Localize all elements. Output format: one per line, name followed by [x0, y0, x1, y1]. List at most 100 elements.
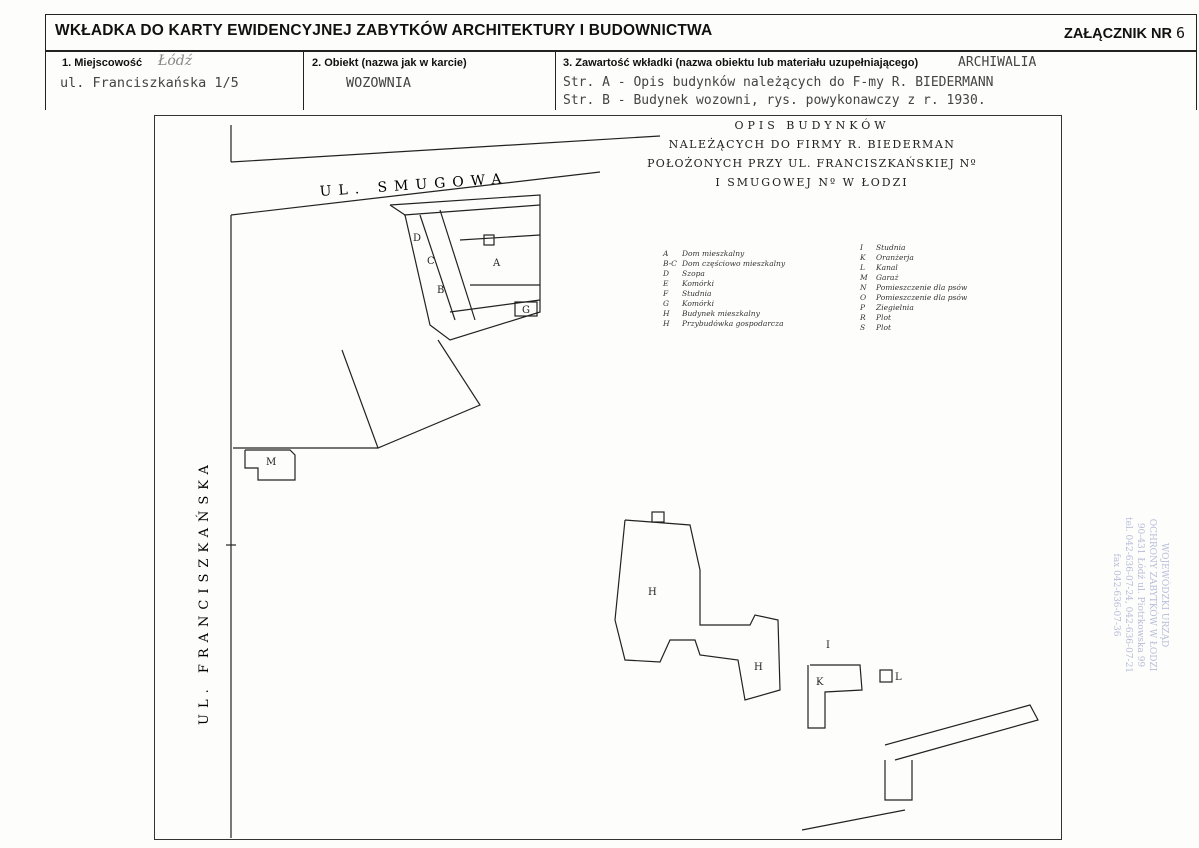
label-i: I	[826, 640, 830, 651]
legend-text: Przybudówka gospodarcza	[681, 319, 784, 328]
document-header: WKŁADKA DO KARTY EWIDENCYJNEJ ZABYTKÓW A…	[45, 14, 1197, 50]
field-locality-handwritten: Łódź	[158, 53, 193, 69]
map-title-line3: POŁOŻONYCH PRZY UL. FRANCISZKAŃSKIEJ Nº	[647, 156, 977, 170]
legend-text: Komórki	[681, 299, 715, 308]
stamp-line-3: 90-431 Łódź ul. Piotrkowska 99	[1135, 523, 1146, 668]
field-contents-line2: Str. B - Budynek wozowni, rys. powykonaw…	[563, 93, 986, 108]
field-object-label: 2. Obiekt (nazwa jak w karcie)	[312, 57, 467, 69]
legend-text: Komórki	[681, 279, 715, 288]
well-symbol	[483, 234, 495, 246]
label-g: G	[522, 305, 530, 316]
label-d: D	[413, 233, 421, 244]
legend-key: S	[860, 323, 865, 332]
field-contents-line1: Str. A - Opis budynków należących do F-m…	[563, 75, 994, 90]
legend-key: R	[859, 313, 866, 322]
legend-text: Dom częściowo mieszkalny	[681, 259, 786, 268]
legend-key: B-C	[662, 259, 677, 268]
legend-key: D	[662, 269, 669, 278]
label-h: H	[648, 587, 657, 598]
label-k: K	[816, 677, 824, 688]
legend-key: M	[859, 273, 868, 282]
building-l	[879, 669, 893, 683]
building-m	[244, 449, 296, 481]
legend-key: E	[662, 279, 669, 288]
stamp-line-5: fax 042-636-07-36	[1111, 553, 1121, 636]
legend-text: Garaż	[876, 273, 899, 282]
stamp-line-2: OCHRONY ZABYTKÓW W ŁODZI	[1147, 519, 1159, 672]
legend-left: A Dom mieszkalny B-C Dom częściowo miesz…	[662, 249, 786, 328]
street-smugowa-label: UL. SMUGOWA	[319, 171, 509, 200]
smugowa-edge-bottom	[230, 171, 601, 216]
legend-key: F	[662, 289, 669, 298]
street-franciszkanska-label: UL. FRANCISZKAŃSKA	[195, 459, 212, 725]
annex-number: 6	[1175, 24, 1185, 42]
legend-text: Dom mieszkalny	[681, 249, 745, 258]
legend-key: I	[859, 243, 864, 252]
map-title-line2: NALEŻĄCYCH DO FIRMY R. BIEDERMAN	[669, 137, 956, 151]
legend-text: Plot	[875, 323, 892, 332]
legend-text: Ziegielnia	[875, 303, 914, 312]
map-title-line4: I SMUGOWEJ Nº W ŁODZI	[715, 176, 908, 189]
field-contents-label: 3. Zawartość wkładki (nazwa obiektu lub …	[563, 57, 919, 69]
header-divider	[45, 50, 1197, 52]
label-l: L	[895, 672, 902, 683]
annex-label-text: ZAŁĄCZNIK NR	[1064, 26, 1172, 42]
field-contents-label-suffix: ARCHIWALIA	[958, 55, 1037, 70]
fence-line	[801, 809, 906, 831]
label-m: M	[266, 457, 276, 468]
legend-key: N	[859, 283, 867, 292]
field-divider-1	[303, 51, 304, 110]
label-b: B	[437, 285, 444, 296]
legend-right: I Studnia K Oranżerja L Kanal M Garaż N …	[859, 243, 968, 332]
map-title-line1: OPIS BUDYNKÓW	[734, 118, 889, 132]
building-h	[614, 519, 781, 701]
stamp-line-4: tel. 042-636-07-24, 042-636-07-21	[1123, 517, 1133, 673]
legend-key: P	[859, 303, 866, 312]
field-object-value: WOZOWNIA	[346, 75, 412, 91]
stamp-line-1: WOJEWÓDZKI URZĄD	[1159, 543, 1171, 647]
building-line	[439, 209, 476, 321]
legend-text: Kanal	[875, 263, 898, 272]
left-border	[45, 14, 46, 110]
building-g	[514, 301, 538, 317]
site-plan-frame	[154, 115, 1062, 840]
document-title: WKŁADKA DO KARTY EWIDENCYJNEJ ZABYTKÓW A…	[55, 22, 713, 39]
field-divider-2	[555, 51, 556, 110]
legend-text: Plot	[875, 313, 892, 322]
annex-label: ZAŁĄCZNIK NR 6	[1064, 24, 1185, 42]
legend-key: L	[859, 263, 865, 272]
legend-text: Studnia	[876, 243, 905, 252]
top-border	[45, 14, 1197, 15]
label-c: C	[427, 256, 435, 267]
legend-key: O	[860, 293, 866, 302]
building-p	[884, 760, 913, 801]
field-locality-value: ul. Franciszkańska 1/5	[60, 75, 239, 91]
legend-key: H	[662, 309, 670, 318]
label-a: A	[492, 258, 501, 269]
smugowa-edge-top	[230, 135, 661, 163]
legend-key: G	[663, 299, 669, 308]
legend-key: A	[662, 249, 669, 258]
building-line	[403, 204, 541, 216]
lot-boundary-zigzag	[233, 339, 481, 449]
building-line	[419, 214, 456, 321]
legend-text: Budynek mieszkalny	[681, 309, 761, 318]
office-stamp: WOJEWÓDZKI URZĄD OCHRONY ZABYTKÓW W ŁODZ…	[1062, 495, 1172, 695]
label-h-annex: H	[754, 662, 763, 673]
field-locality-label: 1. Miejscowość	[62, 57, 143, 69]
legend-key: H	[662, 319, 670, 328]
right-border	[1196, 14, 1197, 110]
legend-text: Studnia	[682, 289, 711, 298]
legend-text: Pomieszczenie dla psów	[875, 293, 968, 302]
building-complex-outline	[389, 194, 541, 341]
legend-key: K	[859, 253, 866, 262]
brickworks-outline	[884, 704, 1039, 761]
building-h-porch	[651, 511, 665, 523]
legend-text: Szopa	[682, 269, 705, 278]
building-line	[459, 234, 541, 241]
legend-text: Oranżerja	[876, 253, 914, 262]
legend-text: Pomieszczenie dla psów	[875, 283, 968, 292]
building-k	[807, 664, 863, 729]
